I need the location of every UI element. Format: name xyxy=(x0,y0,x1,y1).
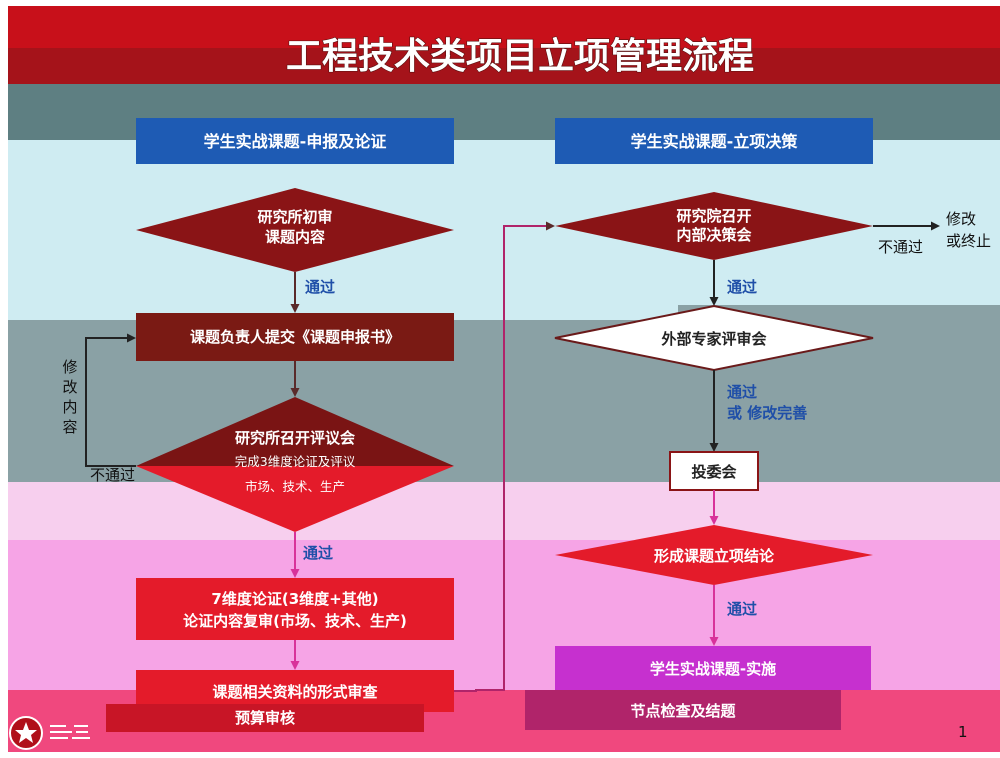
right-edge2-line1: 通过 xyxy=(727,383,757,401)
page-number: 1 xyxy=(958,723,968,741)
left-node3-line3: 市场、技术、生产 xyxy=(245,479,345,494)
right-node1-line1: 研究院召开 xyxy=(676,207,751,225)
right-decision-conclusion xyxy=(555,525,873,585)
left-loop-fail-label: 不通过 xyxy=(90,466,135,484)
right-node5-label: 学生实战课题-实施 xyxy=(650,660,776,678)
right-fail-outcome-line2: 或终止 xyxy=(946,232,991,250)
left-process-budget-review xyxy=(106,704,424,732)
left-node1-line1: 研究所初审 xyxy=(257,208,332,226)
right-node6-label: 节点检查及结题 xyxy=(630,702,736,720)
left-process-7d-argument xyxy=(136,578,454,640)
right-edge2-line2: 或 修改完善 xyxy=(727,404,807,422)
right-header-label: 学生实战课题-立项决策 xyxy=(631,132,799,151)
left-decision-review-meeting-top xyxy=(136,397,454,466)
right-edge3-label: 通过 xyxy=(727,600,757,618)
page-title: 工程技术类项目立项管理流程 xyxy=(286,36,754,77)
university-logo xyxy=(9,716,90,750)
right-fail-label: 不通过 xyxy=(878,238,923,256)
right-fail-outcome-line1: 修改 xyxy=(946,210,976,228)
loop-char-3: 内 xyxy=(62,398,77,416)
right-node1-line2: 内部决策会 xyxy=(676,226,751,244)
right-header xyxy=(555,118,873,164)
right-edge1-label: 通过 xyxy=(727,278,757,296)
loop-char-1: 修 xyxy=(62,358,77,376)
right-decision-internal-meeting xyxy=(555,192,873,260)
left-node4-line1: 7维度论证(3维度+其他) xyxy=(211,590,378,608)
right-process-implementation xyxy=(555,646,871,690)
right-decision-expert-review xyxy=(554,304,874,372)
connector-left-to-right xyxy=(454,221,555,692)
left-decision-initial-review xyxy=(136,188,454,272)
left-header xyxy=(136,118,454,164)
left-node1-line2: 课题内容 xyxy=(265,228,325,246)
loop-char-4: 容 xyxy=(62,418,77,436)
left-decision-review-meeting-bottom xyxy=(136,466,454,532)
left-node3-line2: 完成3维度论证及评议 xyxy=(235,454,356,469)
right-node3-label: 投委会 xyxy=(691,463,736,481)
left-edge2-label: 通过 xyxy=(303,544,333,562)
left-node5-label: 课题相关资料的形式审查 xyxy=(212,683,378,701)
left-node6-label: 预算审核 xyxy=(235,709,295,727)
left-node3-line1: 研究所召开评议会 xyxy=(235,429,355,447)
left-loop-arrow xyxy=(85,333,136,467)
right-process-checkpoint xyxy=(525,690,841,730)
right-node2-label: 外部专家评审会 xyxy=(660,330,766,348)
left-edge1-label: 通过 xyxy=(305,278,335,296)
left-header-label: 学生实战课题-申报及论证 xyxy=(204,132,387,151)
left-process-submit-application xyxy=(136,313,454,361)
loop-char-2: 改 xyxy=(62,378,77,396)
right-node4-label: 形成课题立项结论 xyxy=(654,547,775,565)
left-node4-line2: 论证内容复审(市场、技术、生产) xyxy=(183,612,407,630)
left-node2-label: 课题负责人提交《课题申报书》 xyxy=(190,328,400,346)
